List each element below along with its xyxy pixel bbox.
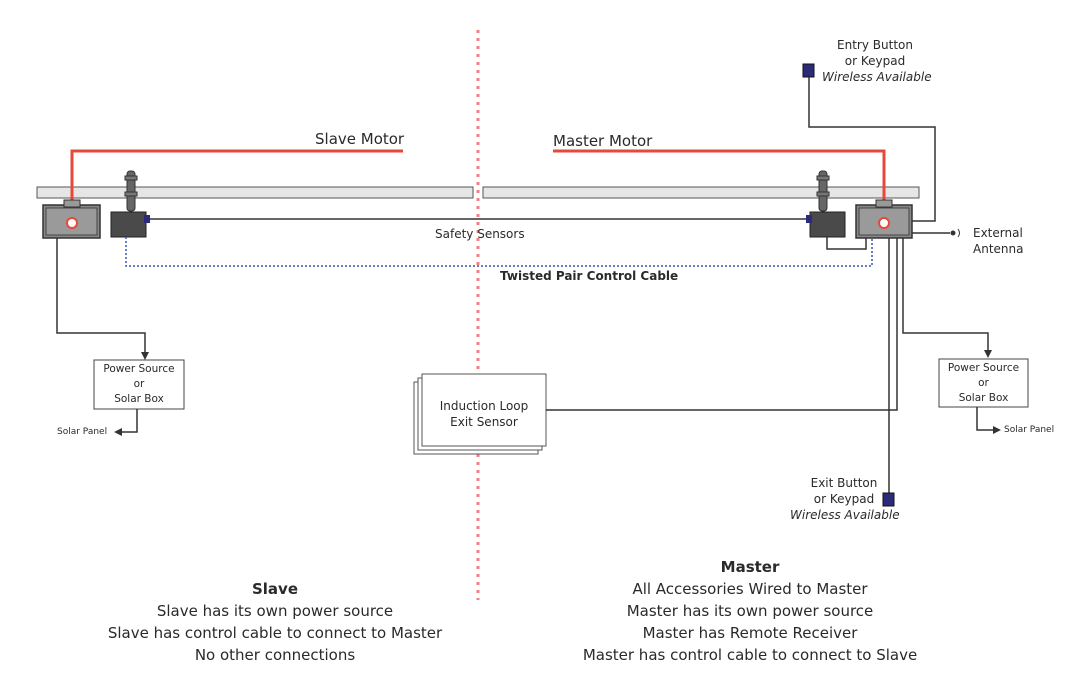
slave-gate-rail: [36, 186, 474, 199]
slave-summary-title: Slave: [251, 580, 299, 598]
master-summary-line: Master has Remote Receiver: [642, 624, 858, 642]
antenna-icon: [950, 230, 956, 236]
master-safety-sensor: [809, 211, 846, 238]
slave-motor-label: Slave Motor: [315, 130, 405, 148]
master-gate-rail: [482, 186, 920, 199]
master-gate-post: [816, 170, 830, 212]
slave-sensor-lens: [144, 215, 150, 223]
master-power-box: [938, 358, 1029, 408]
twisted-pair-label: Twisted Pair Control Cable: [500, 269, 679, 283]
exit-button: [882, 492, 895, 507]
slave-summary-line: Slave has its own power source: [156, 602, 394, 620]
external-antenna-label: External Antenna: [973, 226, 1024, 256]
slave-summary-line: No other connections: [194, 646, 356, 664]
entry-button-label: Entry Button or Keypad Wireless Availabl…: [822, 38, 932, 84]
master-motor-label: Master Motor: [553, 132, 653, 150]
slave-power-wire: [56, 238, 149, 360]
slave-power-box: [93, 359, 185, 410]
induction-loop-label: Induction Loop Exit Sensor: [439, 399, 529, 429]
exit-button-label: Exit Button or Keypad Wireless Available: [790, 476, 900, 522]
master-power-label: Power Source or Solar Box: [947, 362, 1020, 404]
master-summary-line: All Accessories Wired to Master: [632, 580, 868, 598]
slave-summary: Slave Slave has its own power source Sla…: [100, 578, 450, 666]
antenna-signal-icon: [957, 228, 960, 238]
slave-safety-sensor: [110, 211, 147, 238]
induction-loop-wire: [546, 238, 898, 411]
master-solar-wire: [976, 407, 1001, 434]
entry-button: [802, 63, 815, 78]
master-summary-title: Master: [720, 558, 780, 576]
master-motor: [855, 199, 913, 239]
master-sensor-lens: [806, 215, 812, 223]
master-summary: Master All Accessories Wired to Master M…: [555, 556, 945, 666]
master-summary-line: Master has its own power source: [626, 602, 874, 620]
induction-loop-box-1: [421, 373, 547, 447]
safety-sensors-label: Safety Sensors: [435, 227, 525, 241]
slave-motor: [42, 199, 101, 239]
slave-gate-post: [124, 170, 138, 212]
twisted-pair-cable: [125, 237, 873, 267]
entry-button-wire: [808, 77, 936, 222]
slave-summary-line: Slave has control cable to connect to Ma…: [107, 624, 443, 642]
master-power-wire: [902, 238, 992, 358]
slave-power-label: Power Source or Solar Box: [103, 363, 175, 405]
master-solar-panel-label: Solar Panel: [1004, 425, 1055, 435]
master-sensor-wire: [826, 237, 867, 250]
master-motor-line: [553, 149, 886, 222]
slave-motor-line: [70, 149, 403, 222]
slave-solar-panel-label: Solar Panel: [57, 427, 108, 437]
master-summary-line: Master has control cable to connect to S…: [582, 646, 918, 664]
slave-solar-wire: [114, 409, 138, 436]
